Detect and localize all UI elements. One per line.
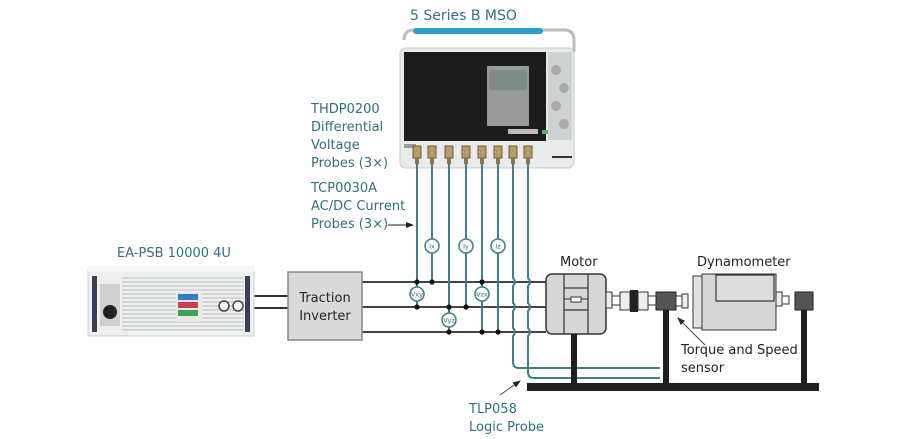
svg-text:Probes (3×): Probes (3×) — [311, 156, 388, 171]
dynamometer-label: Dynamometer — [697, 255, 791, 270]
logic-probe-label: TLP058 Logic Probe — [468, 402, 544, 435]
motor — [545, 273, 621, 335]
junction-dot — [479, 329, 485, 335]
channel-port-1[interactable] — [412, 145, 422, 164]
junction-dot — [463, 304, 469, 310]
channel-port-8[interactable] — [523, 145, 533, 164]
svg-text:TLP058: TLP058 — [468, 402, 517, 417]
svg-text:Differential: Differential — [311, 120, 383, 135]
dynamometer — [692, 273, 814, 331]
junction-dot — [446, 304, 452, 310]
svg-text:Voltage: Voltage — [311, 138, 360, 153]
svg-text:THDP0200: THDP0200 — [310, 102, 380, 117]
junction-dot — [495, 329, 501, 335]
svg-text:Vyz: Vyz — [443, 317, 455, 325]
sensor-arrow — [677, 317, 706, 346]
junction-dot — [414, 279, 420, 285]
scope-handle — [413, 28, 543, 34]
psu-knob-voltage[interactable] — [218, 300, 230, 312]
svg-text:Traction: Traction — [298, 291, 350, 306]
svg-text:Iz: Iz — [495, 243, 501, 251]
junction-dots — [414, 279, 501, 335]
traction-inverter-box — [287, 271, 363, 341]
voltage-probe-vzx: Vzx — [474, 286, 490, 302]
channel-port-5[interactable] — [477, 145, 487, 164]
channel-port-7[interactable] — [508, 145, 518, 164]
voltage-probe-vxy: Vxy — [409, 286, 425, 302]
scope-channel-ports — [412, 145, 533, 164]
svg-text:Vxy: Vxy — [411, 291, 423, 299]
channel-port-4[interactable] — [461, 145, 471, 164]
junction-dot — [429, 279, 435, 285]
svg-text:Iy: Iy — [463, 243, 469, 251]
current-probe-iy: Iy — [458, 238, 474, 254]
power-supply-unit — [87, 266, 255, 337]
psu-knob-current[interactable] — [232, 300, 244, 312]
motor-label: Motor — [560, 255, 598, 270]
svg-text:Vzx: Vzx — [476, 291, 488, 299]
inverter-label: Traction Inverter — [298, 291, 351, 324]
voltage-probe-label: THDP0200 Differential Voltage Probes (3×… — [310, 102, 388, 171]
torque-speed-sensor — [655, 291, 677, 311]
psu-power-switch[interactable] — [103, 305, 117, 319]
test-bench-frame — [527, 310, 819, 391]
probe-wire — [527, 164, 660, 379]
svg-text:Inverter: Inverter — [299, 309, 351, 324]
svg-text:sensor: sensor — [681, 361, 725, 376]
junction-dot — [414, 304, 420, 310]
junction-dot — [446, 329, 452, 335]
voltage-probe-vyz: Vyz — [441, 312, 457, 328]
sensor-label: Torque and Speed sensor — [680, 343, 798, 376]
shaft-coupling — [619, 290, 657, 312]
oscilloscope — [399, 28, 576, 169]
junction-dot — [479, 279, 485, 285]
power-supply-label: EA-PSB 10000 4U — [117, 246, 231, 261]
svg-text:Ix: Ix — [429, 243, 435, 251]
logic-probe-arrow — [499, 380, 521, 396]
current-probe-ix: Ix — [424, 238, 440, 254]
svg-text:Probes (3×): Probes (3×) — [311, 217, 388, 232]
current-probe-iz: Iz — [490, 238, 506, 254]
oscilloscope-label: 5 Series B MSO — [410, 8, 517, 24]
current-probe-label: TCP0030A AC/DC Current Probes (3×) — [310, 181, 405, 232]
svg-text:AC/DC Current: AC/DC Current — [311, 199, 405, 214]
probe-wires — [416, 164, 660, 379]
channel-port-3[interactable] — [444, 145, 454, 164]
channel-port-2[interactable] — [427, 145, 437, 164]
svg-text:TCP0030A: TCP0030A — [310, 181, 377, 196]
probe-wire — [512, 164, 660, 369]
channel-port-6[interactable] — [493, 145, 503, 164]
svg-text:Logic Probe: Logic Probe — [469, 420, 544, 435]
svg-text:Torque and Speed: Torque and Speed — [680, 343, 798, 358]
